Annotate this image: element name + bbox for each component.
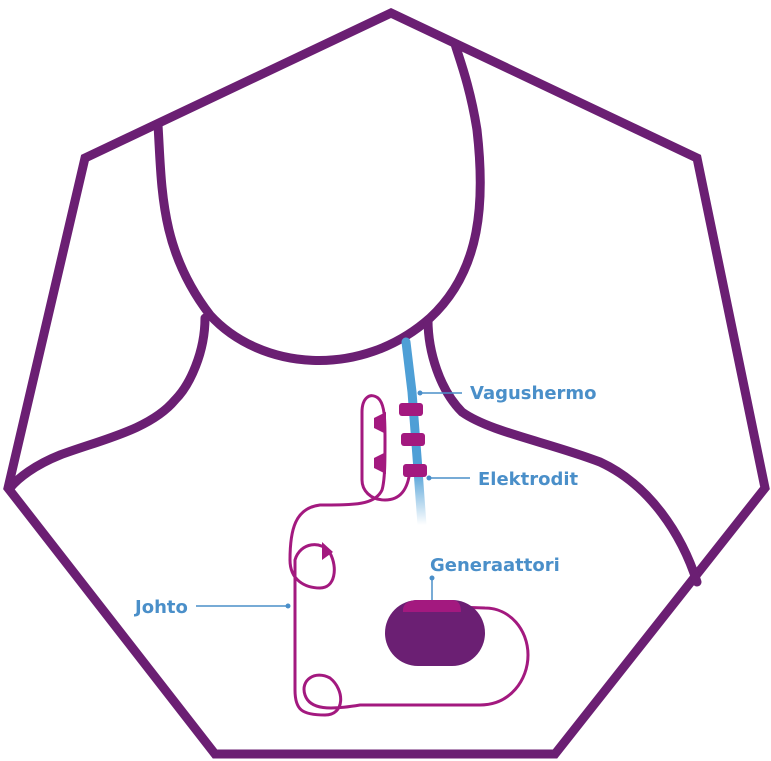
callout-vagus xyxy=(418,391,463,396)
head-outline xyxy=(158,44,480,361)
electrode xyxy=(401,433,425,446)
anchor-tab xyxy=(374,452,386,474)
right-shoulder-outline xyxy=(428,320,697,582)
label-lead: Johto xyxy=(133,597,188,618)
generator-header xyxy=(403,600,461,612)
electrode xyxy=(399,403,423,416)
callout-lead xyxy=(196,604,291,609)
electrode xyxy=(403,464,427,477)
anchor-tab xyxy=(374,412,386,434)
callout-electrodes xyxy=(427,476,471,481)
label-electrodes: Elektrodit xyxy=(478,469,579,490)
heptagon-frame xyxy=(8,13,765,754)
callout-generator xyxy=(430,576,435,601)
label-vagus-nerve: Vagushermo xyxy=(470,383,597,404)
label-generator: Generaattori xyxy=(430,555,560,576)
